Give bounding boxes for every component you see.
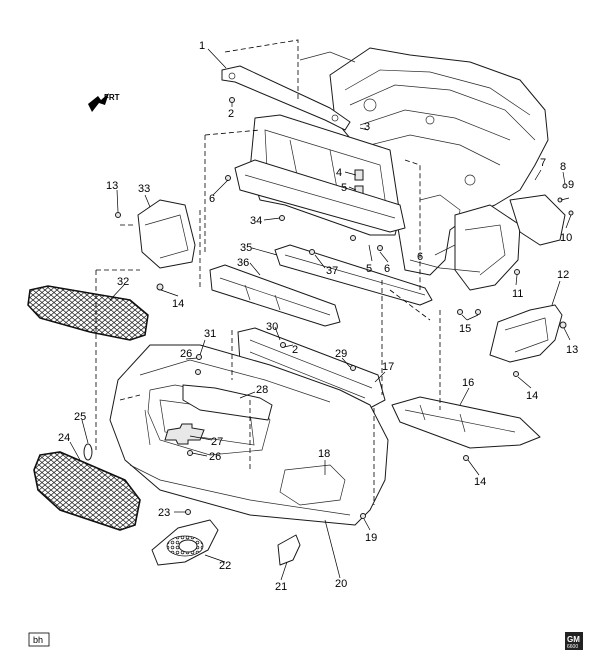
energy-absorber-lower <box>209 264 341 327</box>
gm-logo-text: GM <box>567 635 580 644</box>
callout-14-bottom: 14 <box>474 476 486 488</box>
callout-24: 24 <box>58 432 70 444</box>
fog-lamp-bezel <box>151 519 219 566</box>
callout-1: 1 <box>199 40 205 52</box>
callout-25: 25 <box>74 411 86 423</box>
callout-12: 12 <box>557 269 569 281</box>
callout-29: 29 <box>335 348 347 360</box>
callout-14-left: 14 <box>172 298 184 310</box>
callout-35: 35 <box>240 242 252 254</box>
upper-grille <box>27 285 149 341</box>
callout-10: 10 <box>560 232 572 244</box>
clip-25 <box>83 443 93 461</box>
fasteners <box>115 97 574 519</box>
callout-11: 11 <box>512 288 523 300</box>
fog-lamp-cover-bracket <box>277 534 301 566</box>
front-impact-bar <box>234 159 406 233</box>
callout-8: 8 <box>560 161 566 173</box>
gm-logo-subtext: 6600 <box>567 644 578 650</box>
callout-5-lower: 5 <box>366 263 372 275</box>
callout-23: 23 <box>158 507 170 519</box>
callout-31: 31 <box>204 328 216 340</box>
callout-6: 6 <box>209 193 215 205</box>
right-splash-shield <box>489 304 563 363</box>
callout-9: 9 <box>568 179 574 191</box>
callout-15: 15 <box>459 323 471 335</box>
callout-37: 37 <box>326 265 338 277</box>
alignment-dash-lines <box>95 39 441 505</box>
callout-28: 28 <box>256 384 268 396</box>
callout-34: 34 <box>250 215 262 227</box>
callout-2-lower: 2 <box>292 344 298 356</box>
leader-lines <box>69 48 572 581</box>
callout-6-right: 6 <box>384 263 390 275</box>
front-direction-indicator: FRT <box>88 93 120 112</box>
callout-26-lower: 26 <box>209 451 221 463</box>
callout-33: 33 <box>138 183 150 195</box>
callout-4: 4 <box>336 167 342 179</box>
footer-tag-text: bh <box>33 635 43 645</box>
callout-32: 32 <box>117 276 129 288</box>
energy-absorber-upper <box>274 244 433 306</box>
callout-18: 18 <box>318 448 330 460</box>
callout-14-right: 14 <box>526 390 538 402</box>
vehicle-front-structure <box>299 47 566 291</box>
callout-20: 20 <box>335 578 347 590</box>
callout-27: 27 <box>211 436 223 448</box>
lower-grille <box>33 451 141 531</box>
callout-2: 2 <box>228 108 234 120</box>
front-bumper-fascia <box>109 344 389 526</box>
front-direction-label: FRT <box>104 93 120 102</box>
footer-tag: bh <box>28 632 50 647</box>
lower-air-deflector <box>391 396 541 449</box>
callout-26-upper: 26 <box>180 348 192 360</box>
callout-13-left: 13 <box>106 180 118 192</box>
callout-labels: 1 2 3 4 5 6 7 8 9 10 11 12 13 13 14 14 1… <box>58 40 578 593</box>
callout-16: 16 <box>462 377 474 389</box>
bowtie-emblem <box>164 423 205 445</box>
callout-30: 30 <box>266 321 278 333</box>
callout-22: 22 <box>219 560 231 572</box>
upper-tie-bar <box>221 65 351 131</box>
callout-36: 36 <box>237 257 249 269</box>
callout-19: 19 <box>365 532 377 544</box>
callout-13-right: 13 <box>566 344 578 356</box>
callout-5: 5 <box>341 182 347 194</box>
gm-logo: GM 6600 <box>565 632 583 650</box>
left-deflector-bracket <box>137 199 196 291</box>
callout-21: 21 <box>275 581 287 593</box>
callout-6-far-right: 6 <box>417 251 423 263</box>
callout-17: 17 <box>382 361 394 373</box>
callout-7: 7 <box>540 157 546 169</box>
callout-3: 3 <box>364 121 370 133</box>
